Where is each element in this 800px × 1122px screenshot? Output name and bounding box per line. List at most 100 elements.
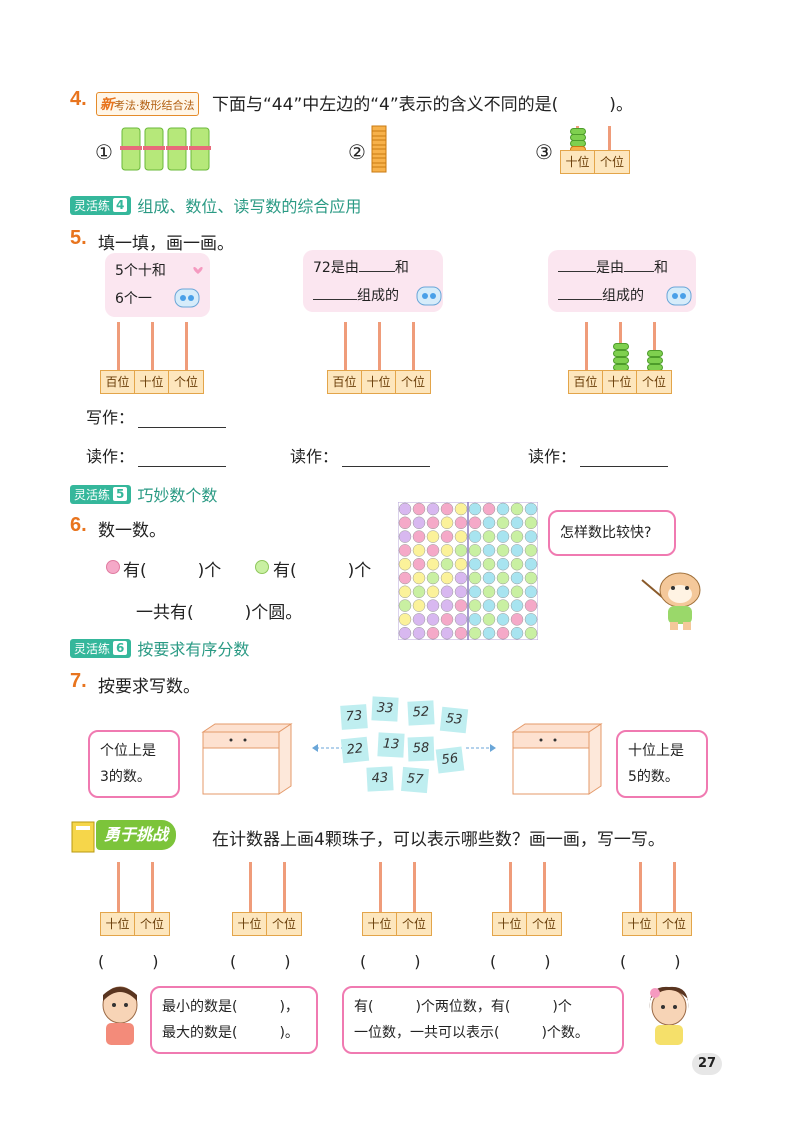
q4-badge-text: 考法·数形结合法 [114,99,195,112]
q5-bubble-2-and: 和 [394,260,409,276]
abacus-label-tens: 十位 [493,913,527,935]
q6-total-count: 一共有( )个圆。 [136,603,303,623]
abacus-rod [412,322,415,370]
grid-circle [412,613,426,626]
circle-grid [398,502,538,640]
grid-circle [440,530,454,543]
answer-blank[interactable] [358,258,395,272]
grid-circle [426,544,440,557]
answer-paren[interactable]: ( ) [98,952,159,971]
practice-tag-label: 灵活练 [74,487,111,502]
abacus-rod [413,862,416,912]
abacus-bead [613,350,629,357]
abacus-rod [378,322,381,370]
grid-circle [398,571,412,585]
grid-circle [524,557,538,571]
grid-circle [398,530,412,543]
grid-circle [412,516,426,530]
challenge-abacus-base[interactable]: 十位个位 [622,912,692,936]
number-card: 13 [377,732,405,758]
q5-abacus-1-base: 百位 十位 个位 [100,370,204,394]
grid-circle [412,571,426,585]
q7-right-label-line-1: 十位上是 [628,743,684,759]
q5-number: 5. [70,227,87,249]
q4-abacus-base: 十位 个位 [560,150,630,174]
challenge-abacus-base[interactable]: 十位个位 [100,912,170,936]
grid-circle [524,502,538,516]
q7-left-label-line-1: 个位上是 [100,743,156,759]
grid-circle [412,626,426,640]
answer-blank[interactable] [624,258,654,272]
abacus-bead [613,343,629,350]
challenge-title-text: 勇于挑战 [104,825,169,844]
q5-read-field-3: 读作： [528,443,669,467]
practice-tag-num: 6 [113,641,128,655]
left-arrow-icon [312,744,342,752]
grid-circle [426,585,440,599]
answer-blank[interactable] [558,286,602,300]
heart-icon [193,267,203,274]
grid-circle [510,571,524,585]
answer-paren[interactable]: ( ) [490,952,551,971]
answer-paren[interactable]: ( ) [360,952,421,971]
q4-badge-new: 新 [100,97,114,113]
abacus-label-ones: 个位 [173,375,198,389]
q5-write-field: 写作： [86,404,227,428]
green-circle-icon [255,560,269,574]
grid-circle [454,613,468,626]
grid-circle [482,530,496,543]
abacus-rod [283,862,286,912]
grid-circle [496,599,510,612]
answer-line[interactable] [138,412,227,428]
grid-circle [440,502,454,516]
answer-blank[interactable] [313,286,357,300]
box-icon [511,723,603,795]
q5-read-field-2: 读作： [290,443,431,467]
grid-circle [468,599,482,612]
box-icon [201,723,293,795]
abacus-label-tens: 十位 [135,371,169,393]
grid-circle [510,530,524,543]
grid-circle [440,571,454,585]
robot-icon [416,286,442,306]
abacus-label-hundreds: 百位 [101,371,135,393]
grid-circle [412,585,426,599]
abacus-rod [608,126,611,150]
grid-circle [454,557,468,571]
grid-circle [412,502,426,516]
abacus-label-ones: 个位 [271,917,296,931]
abacus-label-tens: 十位 [603,371,637,393]
challenge-abacus-base[interactable]: 十位个位 [492,912,562,936]
q4-badge: 新考法·数形结合法 [96,92,199,116]
answer-line[interactable] [342,451,431,467]
grid-circle [426,516,440,530]
answer-line[interactable] [138,451,227,467]
grid-circle [496,557,510,571]
grid-circle [440,626,454,640]
abacus-label-hundreds: 百位 [328,371,362,393]
answer-line[interactable] [580,451,669,467]
grid-circle [524,530,538,543]
grid-circle [524,613,538,626]
answer-paren[interactable]: ( ) [230,952,291,971]
number-card: 22 [340,736,370,764]
grid-circle [482,502,496,516]
grid-circle [412,599,426,612]
answer-blank[interactable] [558,258,596,272]
challenge-abacus-base[interactable]: 十位个位 [362,912,432,936]
answer-paren[interactable]: ( ) [620,952,681,971]
abacus-label-ones: 个位 [401,917,426,931]
grid-circle [496,530,510,543]
q5-read-label: 读作： [290,447,339,466]
abacus-label-ones: 个位 [641,375,666,389]
robot-icon [174,288,200,308]
q4-text: 下面与“44”中左边的“4”表示的含义不同的是( )。 [212,95,633,115]
practice-tag-text: 组成、数位、读写数的综合应用 [137,197,362,216]
challenge-title: 勇于挑战 [96,820,177,850]
challenge-abacus-base[interactable]: 十位个位 [232,912,302,936]
pink-circle-icon [106,560,120,574]
practice-tag-label: 灵活练 [74,641,111,656]
grid-circle [510,502,524,516]
book-icon [71,821,95,853]
